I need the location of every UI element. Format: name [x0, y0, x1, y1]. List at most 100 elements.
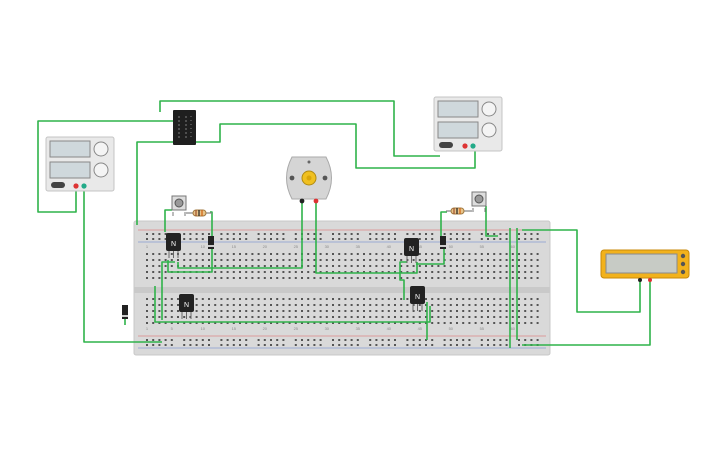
breadboard-hole[interactable]	[462, 253, 465, 255]
breadboard-hole[interactable]	[189, 316, 192, 318]
breadboard-hole[interactable]	[412, 304, 415, 306]
breadboard-hole[interactable]	[208, 265, 210, 267]
breadboard-hole[interactable]	[270, 310, 272, 312]
breadboard-hole[interactable]	[462, 259, 465, 261]
breadboard-hole[interactable]	[505, 322, 508, 324]
breadboard-hole[interactable]	[431, 339, 434, 341]
breadboard-hole[interactable]	[474, 298, 477, 300]
breadboard-hole[interactable]	[282, 265, 285, 267]
breadboard-hole[interactable]	[462, 298, 465, 300]
terminal-positive-icon[interactable]	[73, 183, 79, 189]
breadboard-hole[interactable]	[431, 271, 434, 273]
terminal-positive-icon[interactable]	[462, 143, 468, 149]
breadboard-hole[interactable]	[350, 277, 353, 279]
breadboard-hole[interactable]	[152, 298, 155, 300]
breadboard-hole[interactable]	[530, 277, 533, 279]
breadboard-hole[interactable]	[381, 310, 384, 312]
breadboard-hole[interactable]	[232, 310, 235, 312]
breadboard-hole[interactable]	[276, 253, 279, 255]
breadboard-hole[interactable]	[493, 339, 496, 341]
wire-bottom-transistor[interactable]	[154, 286, 431, 323]
breadboard-hole[interactable]	[226, 316, 229, 318]
breadboard-hole[interactable]	[276, 310, 279, 312]
breadboard-hole[interactable]	[263, 310, 266, 312]
breadboard-hole[interactable]	[468, 322, 471, 324]
breadboard-hole[interactable]	[301, 339, 303, 341]
breadboard-hole[interactable]	[425, 271, 427, 273]
breadboard-hole[interactable]	[270, 322, 272, 324]
breadboard-hole[interactable]	[431, 253, 434, 255]
breadboard-hole[interactable]	[288, 316, 291, 318]
breadboard-hole[interactable]	[232, 253, 235, 255]
terminal-negative-icon[interactable]	[470, 143, 476, 149]
breadboard-hole[interactable]	[449, 322, 452, 324]
breadboard-hole[interactable]	[288, 322, 291, 324]
breadboard-hole[interactable]	[350, 253, 353, 255]
breadboard-hole[interactable]	[425, 344, 427, 346]
breadboard-hole[interactable]	[350, 316, 353, 318]
breadboard-hole[interactable]	[282, 298, 285, 300]
breadboard-hole[interactable]	[431, 265, 434, 267]
breadboard-hole[interactable]	[480, 316, 483, 318]
breadboard-hole[interactable]	[412, 277, 415, 279]
breadboard-hole[interactable]	[456, 277, 458, 279]
breadboard-hole[interactable]	[282, 310, 285, 312]
breadboard-hole[interactable]	[381, 271, 384, 273]
breadboard-hole[interactable]	[232, 233, 235, 235]
breadboard-hole[interactable]	[294, 271, 297, 273]
breadboard-hole[interactable]	[294, 253, 297, 255]
breadboard-hole[interactable]	[530, 271, 533, 273]
breadboard-hole[interactable]	[263, 238, 266, 240]
breadboard-hole[interactable]	[201, 304, 204, 306]
breadboard-hole[interactable]	[220, 277, 223, 279]
breadboard-hole[interactable]	[456, 304, 458, 306]
breadboard-hole[interactable]	[468, 298, 471, 300]
breadboard-hole[interactable]	[375, 304, 378, 306]
breadboard-hole[interactable]	[369, 271, 372, 273]
breadboard-hole[interactable]	[251, 304, 254, 306]
wire-motor-right[interactable]	[315, 200, 418, 274]
breadboard-hole[interactable]	[443, 322, 446, 324]
breadboard-hole[interactable]	[158, 259, 161, 261]
breadboard-hole[interactable]	[350, 344, 353, 346]
breadboard-hole[interactable]	[499, 259, 502, 261]
breadboard-hole[interactable]	[487, 265, 489, 267]
breadboard-hole[interactable]	[313, 233, 316, 235]
breadboard-hole[interactable]	[239, 304, 241, 306]
breadboard-hole[interactable]	[394, 277, 396, 279]
breadboard-hole[interactable]	[276, 298, 279, 300]
breadboard-hole[interactable]	[183, 322, 186, 324]
breadboard-hole[interactable]	[493, 316, 496, 318]
breadboard-hole[interactable]	[239, 344, 241, 346]
breadboard-hole[interactable]	[431, 259, 434, 261]
breadboard-hole[interactable]	[276, 259, 279, 261]
breadboard-hole[interactable]	[152, 233, 155, 235]
breadboard-hole[interactable]	[189, 233, 192, 235]
breadboard-hole[interactable]	[220, 339, 223, 341]
breadboard-hole[interactable]	[425, 238, 427, 240]
breadboard-hole[interactable]	[170, 304, 173, 306]
breadboard-hole[interactable]	[195, 344, 198, 346]
breadboard-hole[interactable]	[406, 304, 409, 306]
breadboard-hole[interactable]	[152, 316, 155, 318]
breadboard-hole[interactable]	[499, 265, 502, 267]
motor-terminal-icon[interactable]	[299, 198, 305, 204]
breadboard-hole[interactable]	[177, 277, 179, 279]
breadboard-hole[interactable]	[158, 344, 161, 346]
breadboard-hole[interactable]	[332, 316, 334, 318]
breadboard-hole[interactable]	[325, 265, 328, 267]
breadboard-hole[interactable]	[251, 310, 254, 312]
breadboard-hole[interactable]	[412, 316, 415, 318]
breadboard-hole[interactable]	[425, 253, 427, 255]
breadboard-hole[interactable]	[177, 259, 179, 261]
breadboard-hole[interactable]	[437, 298, 440, 300]
breadboard-hole[interactable]	[536, 304, 539, 306]
wire-lcd-2[interactable]	[522, 280, 651, 346]
breadboard-hole[interactable]	[332, 277, 334, 279]
breadboard-hole[interactable]	[493, 310, 496, 312]
breadboard-hole[interactable]	[369, 316, 372, 318]
breadboard-hole[interactable]	[288, 298, 291, 300]
breadboard-hole[interactable]	[412, 233, 415, 235]
breadboard-hole[interactable]	[232, 277, 235, 279]
breadboard-hole[interactable]	[189, 259, 192, 261]
